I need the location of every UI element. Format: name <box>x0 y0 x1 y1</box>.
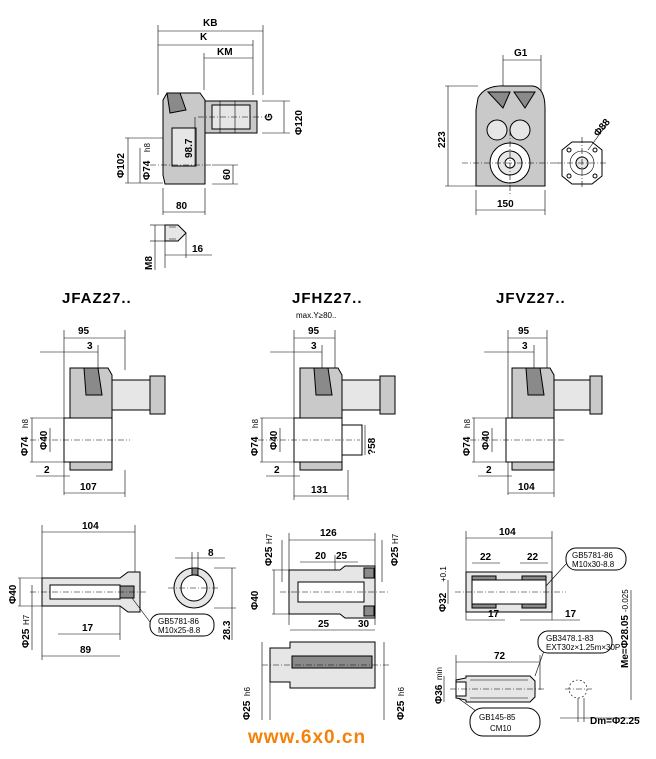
a-dim-len: 104 <box>82 521 99 532</box>
v1-dim-d40: Φ40 <box>39 430 50 450</box>
v2-dim-d40: Φ40 <box>269 430 280 450</box>
h-dim-len: 126 <box>320 528 337 539</box>
v3-dim-top: 95 <box>518 326 530 337</box>
v3-dim-d74: Φ74 <box>462 436 473 456</box>
v-callout1-line1: GB5781-86 <box>572 551 613 560</box>
v-dim-d36-tol: min <box>435 667 444 680</box>
model-title-3: JFVZ27.. <box>496 290 566 307</box>
h-dim-25b: 25 <box>318 619 330 630</box>
shaft-detail-h: 126 20 25 Φ40 Φ25 H7 Φ25 H7 25 30 Φ25 h6… <box>242 528 407 720</box>
end-view: G1 223 150 Φ88 <box>437 48 613 215</box>
dim-kb: KB <box>203 18 217 29</box>
v2-dim-d74-tol: h8 <box>251 419 260 428</box>
h-dim-d25l-tol: H7 <box>265 533 274 544</box>
variant-view-3: 95 3 Φ74 h8 Φ40 2 104 <box>462 326 603 497</box>
dim-150: 150 <box>497 199 514 210</box>
h-dim-30: 30 <box>358 619 370 630</box>
v-dim-me-tol: -0.025 <box>621 589 630 612</box>
v-dim-me: Me=Φ28.05 <box>620 615 631 668</box>
a-dim-d25-tol: H7 <box>22 614 31 625</box>
a-dim-89: 89 <box>80 645 92 656</box>
dim-223: 223 <box>437 131 448 148</box>
model-title-1: JFAZ27.. <box>62 290 132 307</box>
v-dim-dm: Dm=Φ2.25 <box>590 716 640 727</box>
a-dim-8: 8 <box>208 548 214 559</box>
a-callout-line2: M10x25-8.8 <box>158 626 201 635</box>
dim-phi74-tol: h8 <box>143 143 152 152</box>
v3-dim-d74-tol: h8 <box>463 419 472 428</box>
v-dim-len: 104 <box>499 527 516 538</box>
shaft-detail-v: 104 22 22 Φ32 +0.1 17 17 GB5781-86 M10x3… <box>434 527 640 737</box>
v1-dim-d74-tol: h8 <box>21 419 30 428</box>
v3-dim-bottom: 104 <box>518 482 535 493</box>
v-dim-17a: 17 <box>488 609 500 620</box>
h-dim-d25h6l-tol: h6 <box>243 687 252 696</box>
h-dim-25a: 25 <box>336 551 348 562</box>
v1-dim-d74: Φ74 <box>20 436 31 456</box>
dim-m8: M8 <box>144 256 155 270</box>
v-dim-22a: 22 <box>480 552 492 563</box>
v3-dim-sub: 3 <box>522 341 528 352</box>
v2-dim-gap: 2 <box>274 465 280 476</box>
shaft-detail-a: 104 Φ40 Φ25 H7 17 89 8 28.3 GB5781-86 M <box>8 521 236 660</box>
v-callout2-line2: EXT30z×1.25m×30P <box>546 643 620 652</box>
v2-dim-extra: ?58 <box>367 437 378 455</box>
main-side-view: KB K KM G Φ120 Φ102 Φ74 h8 98.7 6 <box>116 18 305 270</box>
v-callout3-line2: CM10 <box>490 724 512 733</box>
v1-dim-gap: 2 <box>44 465 50 476</box>
a-dim-17: 17 <box>82 623 94 634</box>
v-dim-d36: Φ36 <box>434 684 445 704</box>
dim-k: K <box>200 32 208 43</box>
h-dim-d25r: Φ25 <box>390 546 401 566</box>
v2-dim-bottom: 131 <box>311 485 328 496</box>
a-dim-28-3: 28.3 <box>222 620 233 640</box>
v-dim-22b: 22 <box>527 552 539 563</box>
dim-phi102: Φ102 <box>116 153 127 178</box>
v1-dim-sub: 3 <box>87 341 93 352</box>
dim-g: G <box>264 113 275 121</box>
v-dim-d32-tol: +0.1 <box>439 566 448 582</box>
dim-phi88: Φ88 <box>592 117 613 139</box>
v-callout1-line2: M10x30-8.8 <box>572 560 615 569</box>
v1-dim-bottom: 107 <box>80 482 97 493</box>
a-dim-d25: Φ25 <box>21 628 32 648</box>
v2-dim-d74: Φ74 <box>250 436 261 456</box>
h-dim-20: 20 <box>315 551 327 562</box>
dim-km: KM <box>217 47 233 58</box>
h-dim-d25l: Φ25 <box>264 546 275 566</box>
v-dim-d32: Φ32 <box>438 592 449 612</box>
v-dim-72: 72 <box>494 651 506 662</box>
model-title-2: JFHZ27.. <box>292 290 363 307</box>
a-dim-d40: Φ40 <box>8 584 19 604</box>
v3-dim-d40: Φ40 <box>481 430 492 450</box>
h-dim-d25h6r-tol: h6 <box>397 687 406 696</box>
dim-phi74: Φ74 <box>142 160 153 180</box>
v1-dim-top: 95 <box>78 326 90 337</box>
h-dim-d25h6l: Φ25 <box>242 700 253 720</box>
dim-98-7: 98.7 <box>184 138 195 158</box>
v-callout3-line1: GB145-85 <box>479 713 516 722</box>
v2-dim-top: 95 <box>308 326 320 337</box>
watermark: www.6x0.cn <box>247 727 366 748</box>
a-callout-line1: GB5781-86 <box>158 617 199 626</box>
model-subtitle-2: max.Y≥80.. <box>296 311 336 320</box>
h-dim-d40: Φ40 <box>250 590 261 610</box>
v2-dim-sub: 3 <box>311 341 317 352</box>
v-dim-17b: 17 <box>565 609 577 620</box>
dim-16: 16 <box>192 244 204 255</box>
v3-dim-gap: 2 <box>486 465 492 476</box>
dim-g1: G1 <box>514 48 528 59</box>
h-dim-d25r-tol: H7 <box>391 533 400 544</box>
variant-view-1: 95 3 Φ74 h8 Φ40 2 107 <box>20 326 166 497</box>
dim-60: 60 <box>222 168 233 180</box>
variant-view-2: 95 3 Φ74 h8 Φ40 ?58 2 131 <box>250 326 396 500</box>
dim-phi120: Φ120 <box>294 110 305 135</box>
h-dim-d25h6r: Φ25 <box>396 700 407 720</box>
dim-80: 80 <box>176 201 188 212</box>
v-callout2-line1: GB3478.1-83 <box>546 634 594 643</box>
